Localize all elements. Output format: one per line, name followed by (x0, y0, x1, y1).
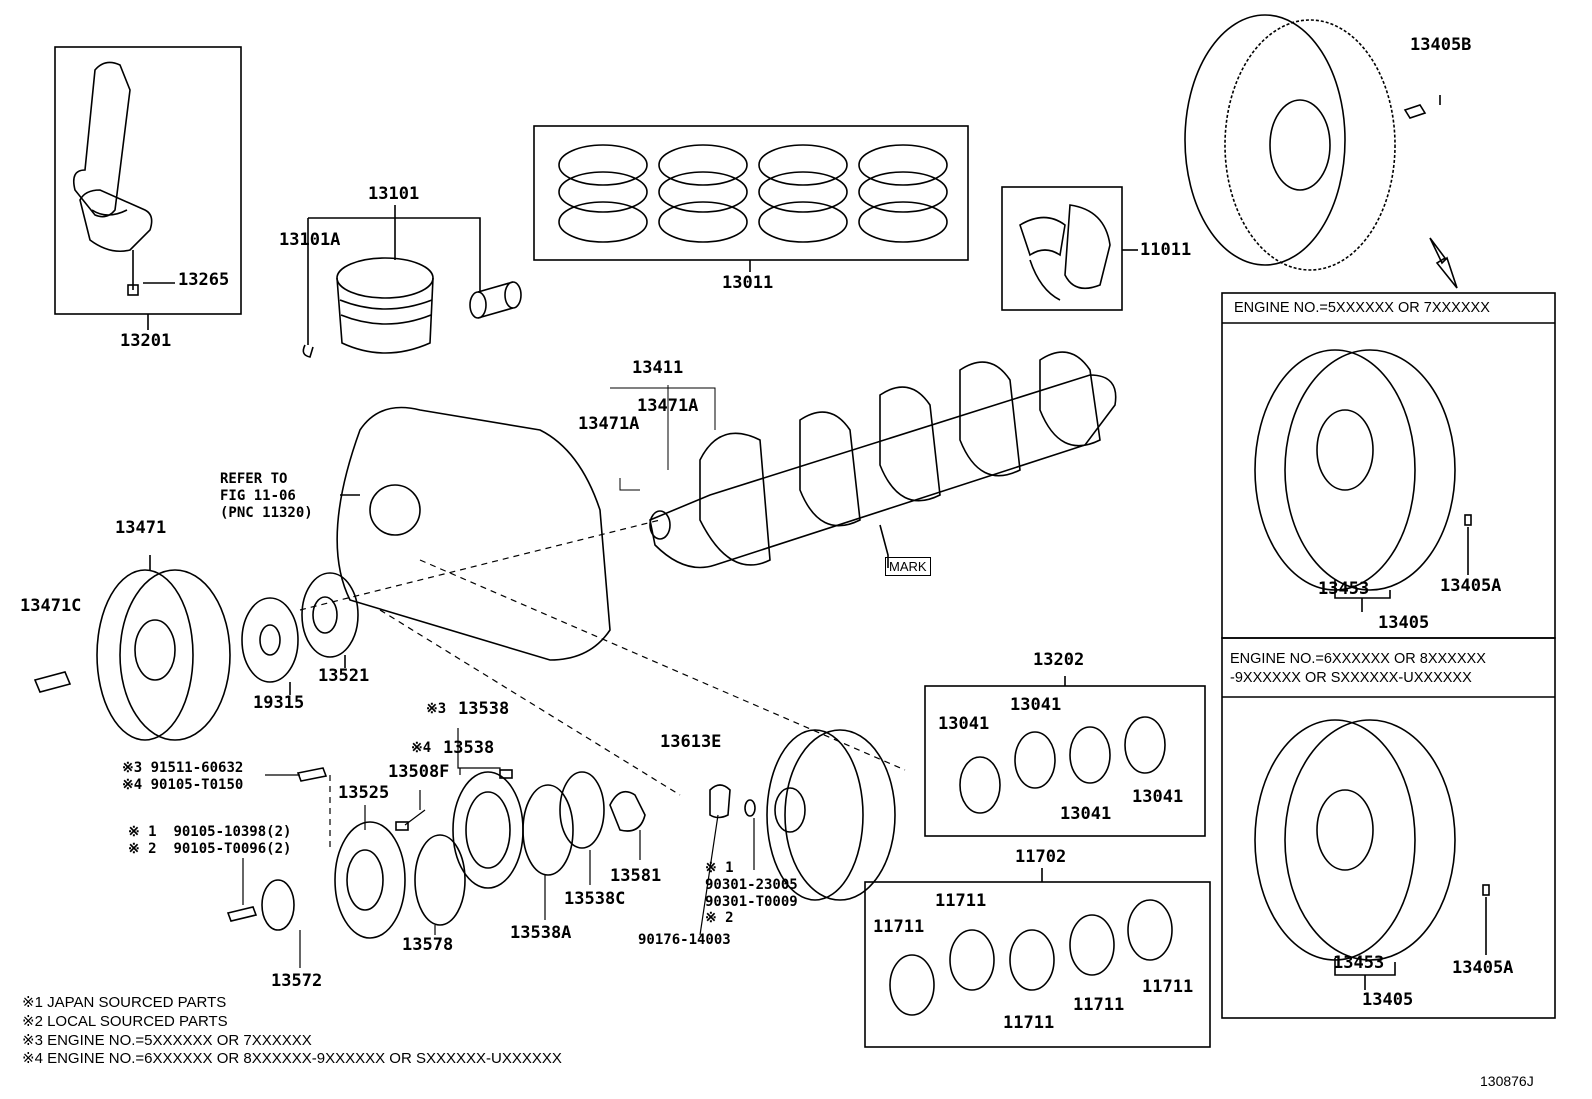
crank-sprocket-drawing (301, 572, 359, 658)
callout-11711-1[interactable]: 11711 (873, 917, 925, 937)
thrust-washer-box (1001, 186, 1123, 311)
callout-13538-a[interactable]: 13538 (458, 699, 510, 719)
callout-90176-14003[interactable]: 90176-14003 (638, 932, 731, 948)
legend-item: ※2 LOCAL SOURCED PARTS (22, 1012, 228, 1030)
callout-13405-a[interactable]: 13405 (1378, 613, 1430, 633)
callout-11711-5[interactable]: 11711 (1142, 977, 1194, 997)
callout-13405a-a[interactable]: 13405A (1440, 576, 1502, 596)
callout-11711-3[interactable]: 11711 (1003, 1013, 1055, 1033)
callout-13041-3[interactable]: 13041 (1060, 804, 1112, 824)
callout-19315[interactable]: 19315 (253, 693, 305, 713)
callout-11711-4[interactable]: 11711 (1073, 995, 1125, 1015)
callout-13538c[interactable]: 13538C (564, 889, 626, 909)
callout-13405a-b[interactable]: 13405A (1452, 958, 1514, 978)
marker-4: ※4 (411, 740, 432, 756)
piston-drawing (302, 257, 522, 358)
callout-13202[interactable]: 13202 (1033, 650, 1085, 670)
crankshaft-drawing (649, 351, 1117, 569)
callout-13041-1[interactable]: 13041 (938, 714, 990, 734)
washer-variants: ※ 1 90301-23005 90301-T0009 ※ 2 (705, 860, 798, 927)
connecting-rod-drawing (72, 61, 175, 296)
mark-label: MARK (885, 557, 931, 576)
legend-item: ※4 ENGINE NO.=6XXXXXX OR 8XXXXXX-9XXXXXX… (22, 1050, 562, 1068)
callout-13471a-right[interactable]: 13471A (637, 396, 699, 416)
callout-13471a-left[interactable]: 13471A (578, 414, 640, 434)
callout-13411[interactable]: 13411 (632, 358, 684, 378)
callout-13471c[interactable]: 13471C (20, 596, 82, 616)
callout-13613e[interactable]: 13613E (660, 732, 722, 752)
callout-13011[interactable]: 13011 (722, 273, 774, 293)
piston-rings-drawing (558, 144, 948, 243)
callout-11711-2[interactable]: 11711 (935, 891, 987, 911)
callout-13453-b[interactable]: 13453 (1333, 953, 1385, 973)
callout-13453-a[interactable]: 13453 (1318, 579, 1370, 599)
flywheel-top-drawing (1184, 14, 1458, 289)
flywheel-b-drawing (1254, 719, 1490, 990)
callout-13572[interactable]: 13572 (271, 971, 323, 991)
main-bearings-drawing (889, 899, 1173, 1016)
callout-13101a[interactable]: 13101A (279, 230, 341, 250)
figure-id: 130876J (1480, 1073, 1534, 1089)
bolt-variants-bottom: ※ 1 90105-10398(2) ※ 2 90105-T0096(2) (128, 824, 292, 857)
legend-item: ※1 JAPAN SOURCED PARTS (22, 994, 227, 1011)
engine-block-drawing (336, 406, 611, 661)
flywheel-a-drawing (1254, 349, 1472, 612)
callout-11702[interactable]: 11702 (1015, 847, 1067, 867)
box-title-engine-5-7: ENGINE NO.=5XXXXXX OR 7XXXXXX (1234, 300, 1490, 316)
callout-13521[interactable]: 13521 (318, 666, 370, 686)
legend-item: ※3 ENGINE NO.=5XXXXXX OR 7XXXXXX (22, 1031, 312, 1049)
callout-13101[interactable]: 13101 (368, 184, 420, 204)
marker-3: ※3 (426, 701, 447, 717)
engine-5-7-box (1221, 292, 1556, 639)
main-bearing-box (864, 881, 1211, 1048)
callout-13041-4[interactable]: 13041 (1132, 787, 1184, 807)
con-rod-bearings-drawing (959, 716, 1166, 814)
callout-13265[interactable]: 13265 (178, 270, 230, 290)
callout-13405-b[interactable]: 13405 (1362, 990, 1414, 1010)
timing-plate-drawing (241, 597, 299, 683)
callout-13405b[interactable]: 13405B (1410, 35, 1472, 55)
callout-13525[interactable]: 13525 (338, 783, 390, 803)
thrust-washer-drawing (1019, 216, 1066, 301)
piston-rings-box (533, 125, 969, 261)
callout-13201[interactable]: 13201 (120, 331, 172, 351)
callout-13538-b[interactable]: 13538 (443, 738, 495, 758)
callout-13041-2[interactable]: 13041 (1010, 695, 1062, 715)
callout-13578[interactable]: 13578 (402, 935, 454, 955)
callout-13508f[interactable]: 13508F (388, 762, 450, 782)
callout-13538a[interactable]: 13538A (510, 923, 572, 943)
callout-11011[interactable]: 11011 (1140, 240, 1192, 260)
gear-group-drawing (226, 729, 896, 939)
legend: ※1 JAPAN SOURCED PARTS ※2 LOCAL SOURCED … (22, 994, 562, 1069)
bolt-variants-top: ※3 91511-60632 ※4 90105-T0150 (122, 760, 244, 793)
crank-pulley-drawing (33, 569, 231, 741)
callout-13471[interactable]: 13471 (115, 518, 167, 538)
refer-to-note: REFER TO FIG 11-06 (PNC 11320) (220, 471, 313, 521)
engine-6-8-box (1221, 637, 1556, 1019)
box-title-engine-6-8: ENGINE NO.=6XXXXXX OR 8XXXXXX -9XXXXXX O… (1230, 651, 1486, 686)
callout-13581[interactable]: 13581 (610, 866, 662, 886)
